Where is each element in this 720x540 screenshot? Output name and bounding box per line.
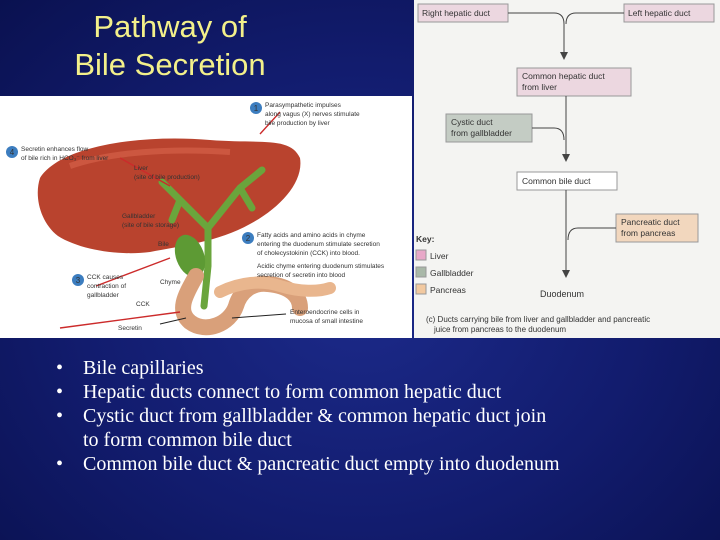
bile-label: Bile	[158, 241, 169, 248]
step-2-badge: 2	[242, 232, 254, 244]
svg-text:1: 1	[254, 104, 259, 113]
right-hepatic-duct-box: Right hepatic duct	[417, 3, 509, 23]
svg-text:2: 2	[246, 234, 251, 243]
liver-label: Liver (site of bile production)	[134, 165, 200, 181]
step-1-text: Parasympathetic impulses along vagus (X)…	[265, 102, 361, 127]
cystic-duct-box: Cystic duct from gallbladder	[445, 113, 533, 143]
bullet-item: Bile capillaries	[56, 356, 696, 380]
gallbladder-shape	[174, 234, 206, 278]
gallbladder-label: Gallbladder (site of bile storage)	[122, 213, 179, 229]
enteroendocrine-label: Enteroendocrine cells in mucosa of small…	[290, 309, 363, 325]
bile-duct-tree	[158, 166, 266, 310]
slide-title: Pathway of Bile Secretion	[30, 8, 310, 84]
liver-shape	[37, 138, 301, 254]
bullet-item: Cystic duct from gallbladder & common he…	[56, 404, 696, 452]
common-hepatic-duct-box: Common hepatic duct from liver	[516, 67, 632, 97]
duct-flowchart-svg: Right hepatic duct Left hepatic duct Com…	[415, 3, 715, 334]
key-item-gallbladder: Gallbladder	[415, 266, 474, 278]
secretin-label: Secretin	[118, 325, 142, 332]
figure-caption: (c) Ducts carrying bile from liver and g…	[426, 315, 652, 334]
key-title: Key:	[416, 234, 435, 244]
svg-text:Gallbladder: Gallbladder	[430, 268, 474, 278]
svg-text:Cystic duct from gallb: Cystic duct from gallbladder	[451, 117, 512, 138]
title-line-1: Pathway of	[93, 9, 247, 44]
cck-label: CCK	[136, 301, 150, 308]
duct-flowchart: Right hepatic duct Left hepatic duct Com…	[414, 0, 720, 338]
bullet-text: Hepatic ducts connect to form common hep…	[83, 381, 502, 403]
key-item-liver: Liver	[415, 249, 449, 261]
pancreatic-duct-box: Pancreatic duct from pancreas	[615, 213, 699, 243]
title-line-2: Bile Secretion	[74, 47, 266, 82]
bullet-text-line: Cystic duct from gallbladder & common he…	[83, 405, 547, 427]
chyme-label: Chyme	[160, 279, 181, 286]
anatomy-figure: 1 2 3 4 Parasympathetic impulses along v…	[0, 96, 412, 338]
svg-text:Common hepatic duct fr: Common hepatic duct from liver	[522, 71, 607, 92]
svg-text:Left hepatic duct: Left hepatic duct	[628, 8, 691, 18]
anatomy-illustration: 1 2 3 4 Parasympathetic impulses along v…	[6, 102, 386, 336]
duodenum-label: Duodenum	[540, 289, 584, 299]
svg-text:Right hepatic duct: Right hepatic duct	[422, 8, 491, 18]
svg-text:Common bile duct: Common bile duct	[522, 176, 591, 186]
step-2-text: Fatty acids and amino acids in chyme ent…	[257, 232, 386, 279]
bullet-item: Hepatic ducts connect to form common hep…	[56, 380, 696, 404]
bullet-item: Common bile duct & pancreatic duct empty…	[56, 452, 696, 476]
left-hepatic-duct-box: Left hepatic duct	[623, 3, 715, 23]
step-3-badge: 3	[72, 274, 84, 286]
bullet-list: Bile capillaries Hepatic ducts connect t…	[56, 356, 696, 476]
bullet-text: Common bile duct & pancreatic duct empty…	[83, 453, 560, 475]
svg-text:Liver: Liver	[430, 251, 449, 261]
svg-text:4: 4	[10, 148, 15, 157]
bullet-text: Bile capillaries	[83, 357, 204, 379]
step-1-badge: 1	[250, 102, 262, 114]
step-4-text: Secretin enhances flow of bile rich in H…	[21, 146, 109, 162]
step-3-text: CCK causes contraction of gallbladder	[87, 274, 128, 299]
svg-text:Pancreatic duct from p: Pancreatic duct from pancreas	[621, 217, 682, 238]
svg-text:3: 3	[76, 276, 81, 285]
bullet-text-line: to form common bile duct	[83, 429, 292, 451]
key-item-pancreas: Pancreas	[415, 283, 466, 295]
pancreas-shape	[214, 276, 336, 298]
svg-text:Pancreas: Pancreas	[430, 285, 466, 295]
step-4-badge: 4	[6, 146, 18, 158]
common-bile-duct-box: Common bile duct	[516, 171, 618, 191]
